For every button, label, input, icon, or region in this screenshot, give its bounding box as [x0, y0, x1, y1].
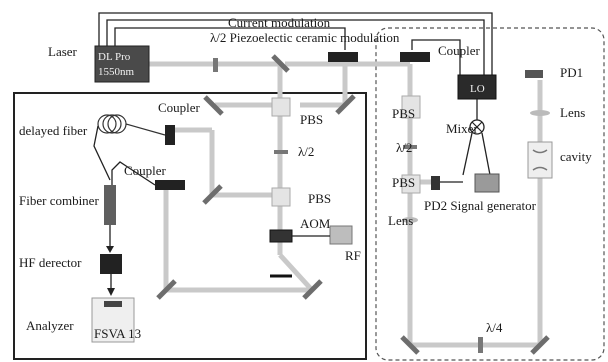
mixer-label: Mixer [446, 121, 478, 136]
signal-generator [474, 173, 500, 193]
rf-label: RF [345, 248, 361, 263]
lock-box [457, 74, 497, 100]
current-modulation-label: Current modulation [228, 15, 331, 30]
half-wave-plate-center [274, 150, 288, 154]
rf-source [329, 225, 353, 245]
delayed-fiber-label: delayed fiber [19, 123, 88, 138]
pbs-right-1 [401, 95, 421, 119]
pd1-detector [525, 70, 543, 78]
fsva-label: FSVA 13 [94, 326, 141, 341]
coupler-delay-mount [165, 125, 175, 145]
analyzer-label: Analyzer [26, 318, 74, 333]
laser-label: Laser [48, 44, 78, 59]
quarter-wave-label: λ/4 [486, 320, 503, 335]
pbs-center-2-label: PBS [308, 191, 331, 206]
lens-right-label: Lens [560, 105, 585, 120]
lens-mid [402, 217, 418, 223]
modulation-wires [98, 12, 493, 75]
left-enclosure [13, 92, 367, 360]
pbs-right-2 [401, 174, 421, 194]
coupler-left-lower [155, 180, 185, 190]
delayed-fiber-coil [97, 114, 166, 136]
lock-box-label: LO [470, 83, 485, 95]
half-wave-plate-right [403, 145, 417, 149]
fiber-combiner-label: Fiber combiner [19, 193, 99, 208]
laser-model-label: DL Pro [98, 51, 131, 63]
pbs-right-2-label: PBS [392, 175, 415, 190]
coupler-right-top [400, 52, 430, 62]
coupler-left-label: Coupler [158, 100, 201, 115]
pbs-center-2 [271, 187, 291, 207]
hf-detector-label: HF derector [19, 255, 82, 270]
aom-device [269, 229, 293, 243]
half-wave-plate-top [213, 58, 218, 72]
beam-paths [148, 61, 543, 348]
fiber-combiner [104, 185, 116, 225]
half-wave-center-label: λ/2 [298, 144, 314, 159]
lens-mid-label: Lens [388, 213, 413, 228]
pd2-detector [431, 176, 440, 190]
fiber-lines [93, 125, 156, 186]
coupler-center-top [328, 52, 358, 62]
coupler-left2-label: Coupler [124, 163, 167, 178]
right-enclosure [375, 27, 605, 361]
pd2-signal-generator-label: PD2 Signal generator [424, 198, 537, 213]
laser-dl-pro [94, 45, 150, 83]
hf-detector [100, 254, 122, 274]
lens-right [530, 110, 550, 116]
cavity-label: cavity [560, 149, 592, 164]
pbs-right-1-label: PBS [392, 106, 415, 121]
piezo-modulation-label: λ/2 Piezoelectic ceramic modulation [210, 30, 400, 45]
pbs-center-1 [271, 97, 291, 117]
mirrors [156, 54, 550, 355]
half-wave-right-label: λ/2 [396, 140, 412, 155]
signal-lines [440, 99, 491, 183]
pbs-center-1-label: PBS [300, 112, 323, 127]
optical-cavity [527, 141, 553, 179]
quarter-wave-plate [478, 337, 483, 353]
coupler-top-label: Coupler [438, 43, 481, 58]
laser-wavelength-label: 1550nm [98, 66, 135, 78]
aom-label: AOM [300, 216, 331, 231]
pd1-label: PD1 [560, 65, 583, 80]
